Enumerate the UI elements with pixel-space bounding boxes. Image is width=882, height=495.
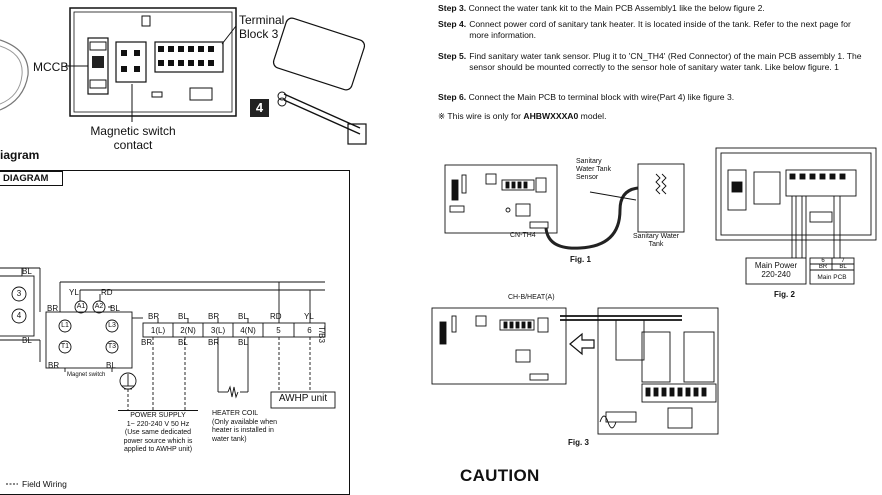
caution-mark: ! [446,474,449,484]
terminal-number: 4(N) [240,326,256,335]
wire-label: BL [22,336,32,345]
terminal-color-label: RD [270,312,282,321]
fig2-pin: 7 [841,258,845,264]
terminal-color-label: BR [208,338,220,347]
step-label: Step 5. [438,51,467,61]
contact-label: L3 [108,322,116,329]
power-supply-line: 1~ 220-240 V 50 Hz [126,420,190,428]
power-supply-note: POWER SUPPLY 1~ 220-240 V 50 Hz (Use sam… [118,410,198,455]
step-label: Step 3. [438,3,467,13]
step-text: Connect power cord of sanitary tank heat… [469,19,851,40]
wire-label: BL [22,267,32,276]
heater-coil-note: HEATER COIL (Only available when heater … [212,410,290,444]
terminal-color-label: BL [178,312,188,321]
fig2-main-pcb: Main PCB [817,274,847,281]
terminal-number: 3(L) [210,326,226,335]
step-4: Step 4. Connect power cord of sanitary t… [438,19,873,41]
fig2-caption: Fig. 2 [774,290,795,299]
terminal-color-label: BL [238,312,248,321]
magnetic-switch-label: Magnetic switch contact [90,124,176,152]
note-model: AHBWXXXA0 [523,111,579,121]
wire-label: BR [47,304,59,313]
terminal-number: 1(L) [150,326,166,335]
heater-coil-line: (Only available when [212,418,277,426]
fig2-pin: 6 [821,258,825,264]
terminal-color-label: YL [304,312,314,321]
wire-label: BR [48,361,60,370]
tank-label-line: Tank [648,241,664,248]
wire-label: BL [110,304,120,313]
fig2-wire-color: BL [839,264,847,270]
terminal-color-label: BR [141,338,153,347]
step-text: Find sanitary water tank sensor. Plug it… [469,51,862,72]
heater-coil-line: water tank) [212,435,247,443]
fig2-main-power: Main Power 220-240 [746,261,806,279]
mccb-label: MCCB [33,60,69,74]
wire-label: RD [101,288,113,297]
part-number-badge: 4 [250,99,269,117]
fig2-wire-color: BR [818,264,828,270]
contact-label: A1 [76,303,86,310]
step-6: Step 6. Connect the Main PCB to terminal… [438,92,873,103]
model-note: ※ This wire is only for AHBWXXXA0 model. [438,111,873,122]
fig3-connector-label: CH-B/HEAT(A) [508,294,555,301]
contact-label: T3 [107,343,117,350]
fig1-connector-label: CN-TH4 [510,232,536,239]
heater-coil-line: heater is installed in [212,427,274,434]
left-circle: 3 [16,289,22,298]
figures-drawing [431,147,877,435]
power-supply-line: power source which is [123,437,193,445]
fig1-sensor-label: Sanitary Water Tank Sensor [576,158,611,182]
step-label: Step 6. [438,92,467,102]
field-wiring-legend: Field Wiring [22,479,67,489]
step-5: Step 5. Find sanitary water tank sensor.… [438,51,873,73]
step-label: Step 4. [438,19,467,29]
contact-label: T1 [60,343,70,350]
wiring-diagram-title: DIAGRAM [0,171,63,186]
wiring-diagram-lines [0,267,336,485]
awhp-unit-label: AWHP unit [278,393,328,404]
caution-heading: CAUTION [460,466,540,485]
terminal-color-label: BL [238,338,248,347]
power-supply-title: POWER SUPPLY [118,410,198,421]
wire-label: BL [106,361,116,370]
power-supply-line: (Use same dedicated [124,429,192,436]
terminal-number: 6 [307,326,312,335]
contact-label: L1 [61,322,69,329]
sensor-label-line: Water Tank [576,166,612,173]
fig1-caption: Fig. 1 [570,255,591,264]
terminal-color-label: BR [208,312,220,321]
voltage-label: 220-240 [761,270,791,279]
magnet-switch-caption: Magnet switch [67,372,106,378]
contact-label: A2 [94,303,104,310]
mccb-assembly-drawing [0,7,367,145]
step-text: Connect the Main PCB to terminal block w… [468,92,735,102]
heater-coil-title: HEATER COIL [212,410,259,417]
step-text: Connect the water tank kit to the Main P… [468,3,765,13]
terminal-block-id: T/B3 [317,326,326,343]
note-prefix: ※ This wire is only for [438,111,524,121]
fig3-caption: Fig. 3 [568,438,589,447]
wire-label: YL [69,288,79,297]
sensor-label-line: Sanitary [576,158,602,165]
section-title: iagram [0,148,40,162]
step-3: Step 3. Connect the water tank kit to th… [438,3,873,14]
terminal-number: 2(N) [180,326,196,335]
left-circle: 4 [16,311,22,320]
sensor-label-line: Sensor [576,174,599,181]
note-suffix: model. [578,111,607,121]
fig1-tank-label: Sanitary Water Tank [626,233,686,249]
terminal-block-label: Terminal Block 3 [239,13,285,41]
main-power-label: Main Power [754,261,798,270]
power-supply-line: applied to AWHP unit) [123,446,193,453]
terminal-color-label: BR [148,312,160,321]
terminal-number: 5 [276,326,281,335]
tank-label-line: Sanitary Water [632,233,680,240]
terminal-color-label: BL [178,338,188,347]
